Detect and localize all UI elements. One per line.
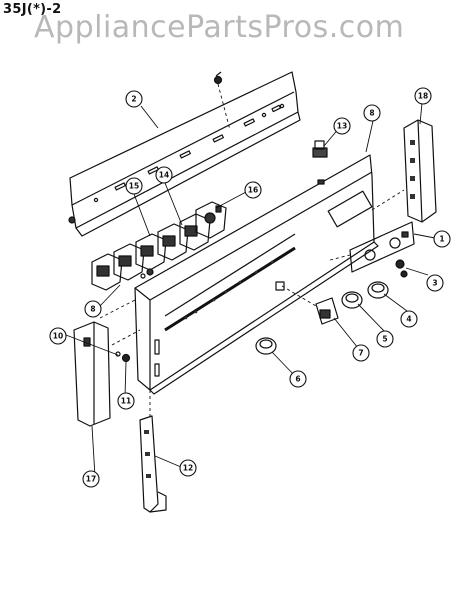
top-screw: [213, 71, 223, 85]
small-fasteners: [115, 351, 131, 363]
callout-11: 11: [121, 397, 131, 406]
knob-part: [367, 281, 389, 299]
control-switch: [135, 233, 167, 271]
rear-bracket-part: [68, 71, 301, 237]
rocker-switch-part: [315, 297, 339, 325]
knob-part: [341, 291, 363, 309]
callout-7: 7: [358, 349, 363, 358]
callout-15: 15: [129, 182, 139, 191]
callout-circles: [49, 87, 451, 488]
callout-1: 1: [439, 235, 444, 244]
screws-part: [395, 259, 408, 278]
callout-3: 3: [432, 279, 437, 288]
clip-part: [312, 140, 328, 158]
control-switch: [157, 223, 189, 261]
control-switches: [91, 201, 227, 291]
callout-8-left: 8: [90, 305, 95, 314]
control-switch: [91, 253, 123, 291]
callout-13: 13: [337, 122, 347, 131]
control-panel-part: [134, 154, 379, 395]
leader-lines: [65, 102, 436, 478]
callout-18: 18: [418, 92, 428, 101]
lower-bracket-part: [139, 415, 167, 513]
alignment-lines: [99, 83, 405, 420]
watermark: AppliancePartsPros.com: [34, 10, 405, 45]
callout-16: 16: [248, 186, 258, 195]
model-number-label: 35J(*)-2: [3, 2, 62, 17]
callout-6: 6: [295, 375, 300, 384]
callout-8: 8: [369, 109, 374, 118]
control-switch: [195, 201, 227, 239]
right-end-cap-part: [403, 119, 437, 223]
callout-2: 2: [131, 95, 136, 104]
callout-5: 5: [382, 335, 387, 344]
callout-14: 14: [159, 171, 169, 180]
control-switch: [113, 243, 145, 281]
callout-10: 10: [53, 332, 63, 341]
timer-bracket-part: [349, 221, 415, 273]
left-end-cap-part: [73, 321, 111, 427]
callout-17: 17: [86, 475, 96, 484]
callout-12: 12: [183, 464, 193, 473]
knob-part: [255, 337, 277, 355]
callout-4: 4: [406, 315, 411, 324]
